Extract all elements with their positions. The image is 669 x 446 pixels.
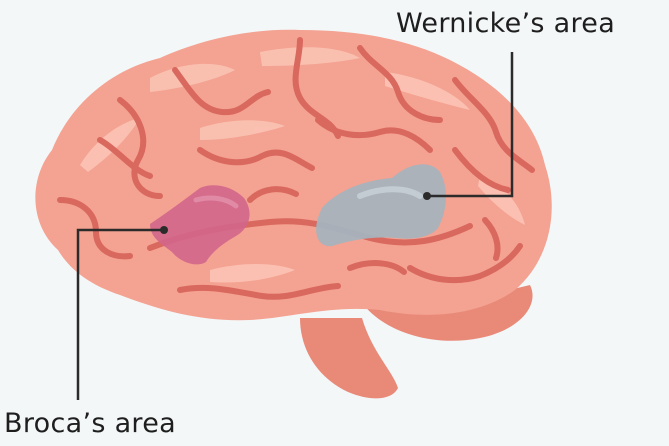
brain-stem: [300, 318, 398, 398]
broca-pointer-dot: [160, 226, 168, 234]
broca-area-label: Broca’s area: [4, 408, 176, 439]
wernicke-pointer-dot: [423, 192, 431, 200]
wernicke-area-label: Wernicke’s area: [396, 8, 615, 39]
